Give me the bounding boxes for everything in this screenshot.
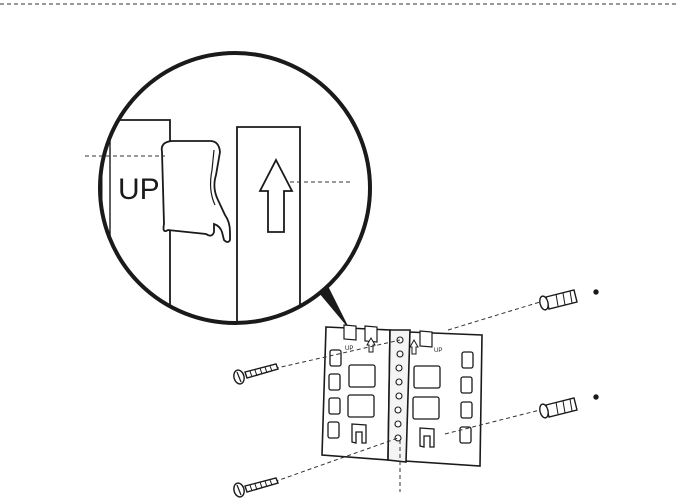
bracket-up-label-right: UP [434,348,442,354]
wall-anchor-lower-right [538,395,598,419]
screw-lower-left [232,478,278,498]
wall-anchor-upper-right [538,290,598,311]
screw-upper-left [232,364,278,385]
callout-up-label: UP [118,173,160,206]
